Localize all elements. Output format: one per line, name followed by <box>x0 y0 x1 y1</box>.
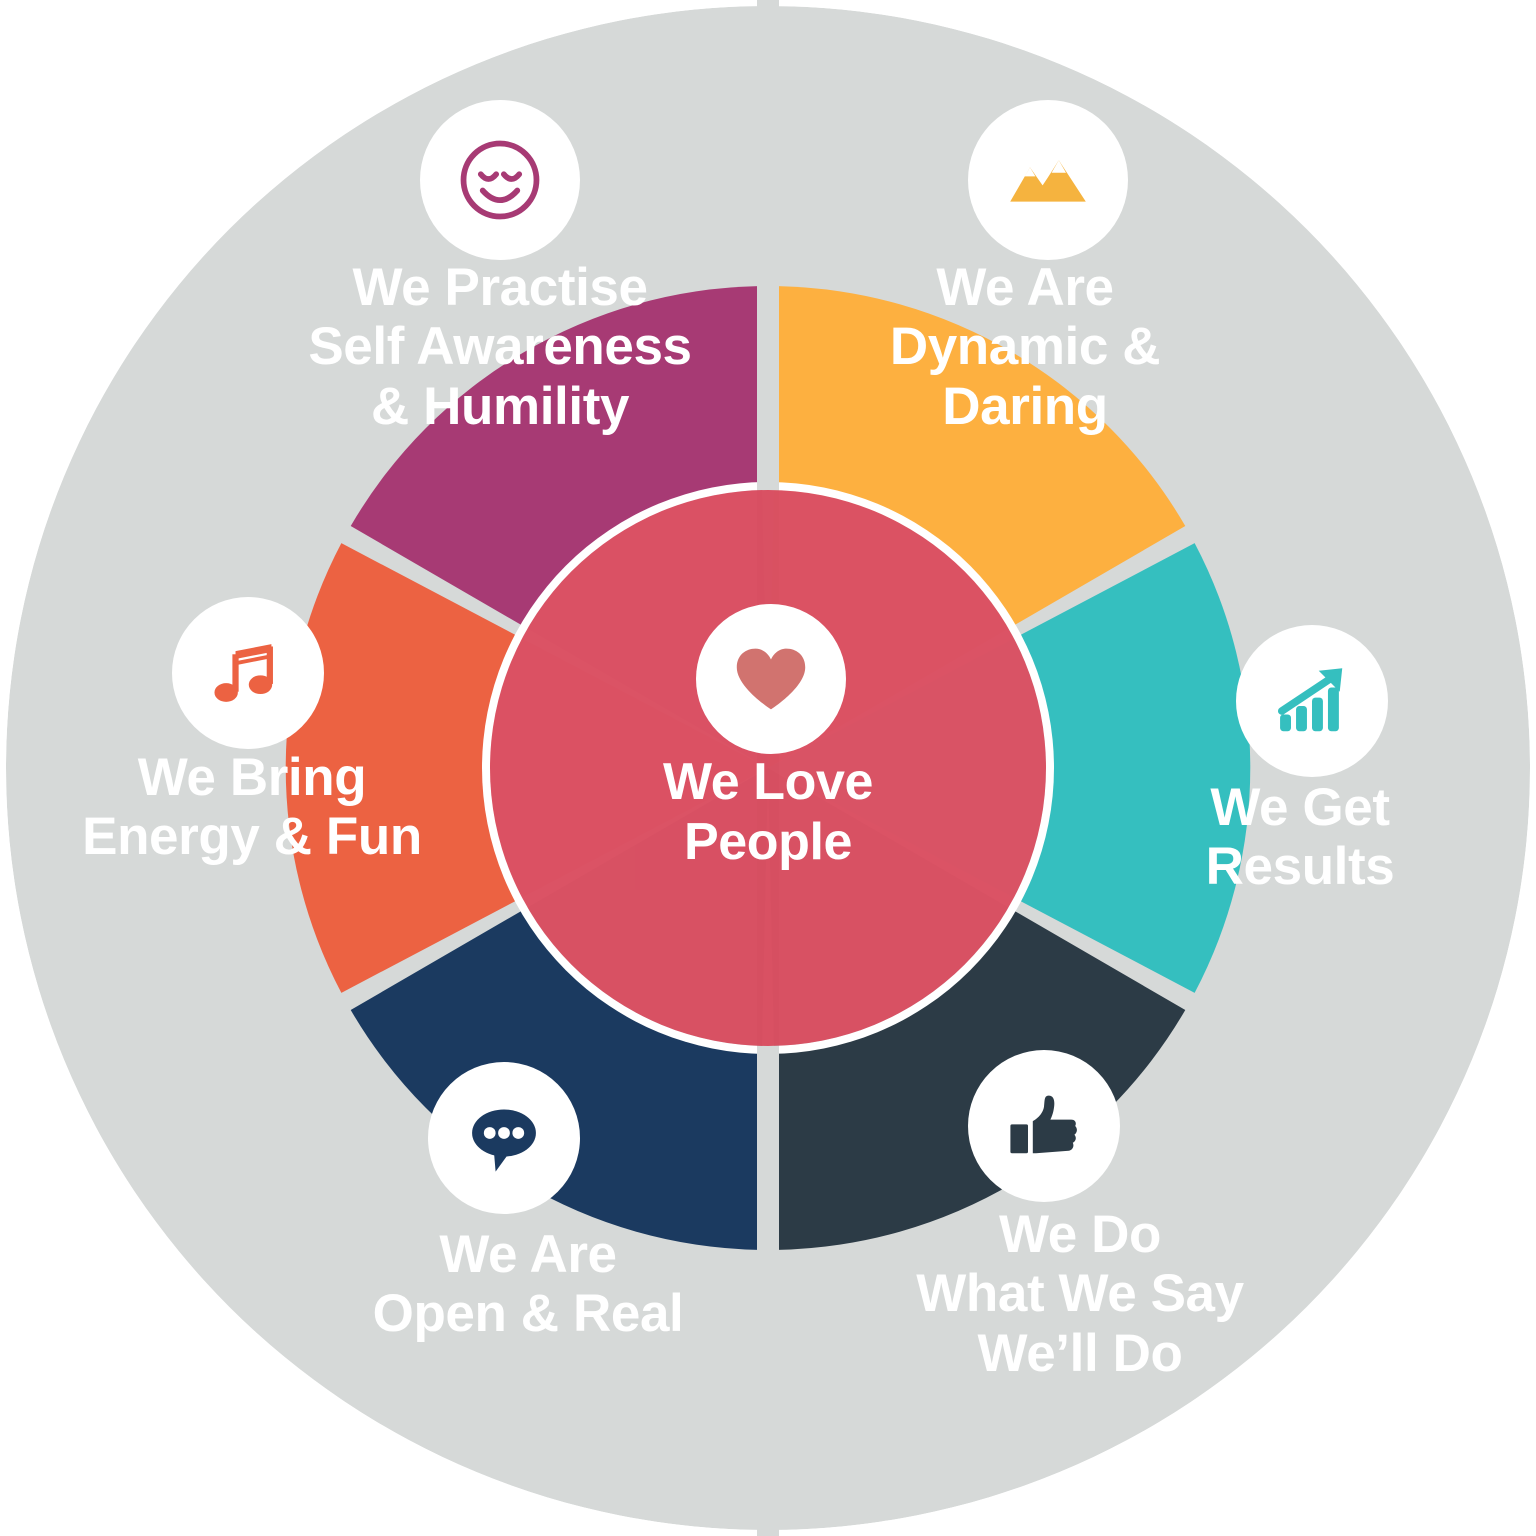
icon-badge-center[interactable] <box>696 604 846 754</box>
center-label: We Love People <box>662 753 874 872</box>
relaxed-smiley-icon <box>452 132 548 228</box>
speech-bubble-icon <box>462 1096 546 1180</box>
thumbs-up-icon <box>1004 1086 1084 1166</box>
icon-badge-dynamic-daring[interactable] <box>968 100 1128 260</box>
heart-icon <box>732 644 810 714</box>
music-note-icon <box>209 634 287 712</box>
icon-badge-open-real[interactable] <box>428 1062 580 1214</box>
mountain-icon <box>1003 135 1093 225</box>
icon-badge-self-awareness[interactable] <box>420 100 580 260</box>
center-hub[interactable] <box>490 490 1046 1046</box>
icon-badge-energy-fun[interactable] <box>172 597 324 749</box>
icon-badge-get-results[interactable] <box>1236 625 1388 777</box>
icon-badge-do-what-we-say[interactable] <box>968 1050 1120 1202</box>
growth-chart-icon <box>1270 659 1354 743</box>
